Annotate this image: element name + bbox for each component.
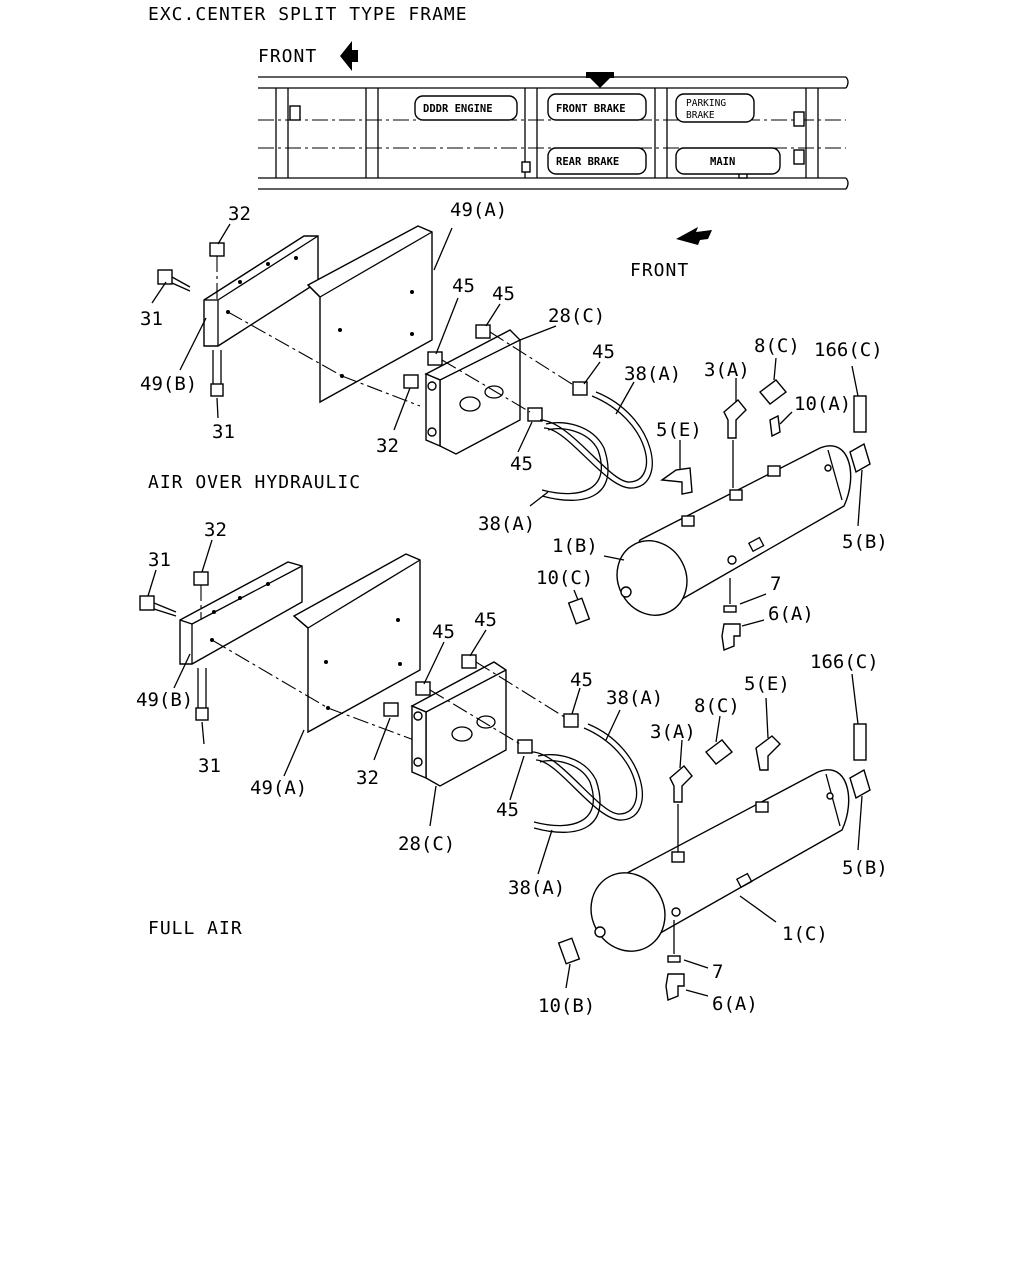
svg-text:10(A): 10(A)	[794, 393, 851, 415]
front-label-mid: FRONT	[630, 260, 689, 281]
frame-title: EXC.CENTER SPLIT TYPE FRAME	[148, 4, 468, 25]
svg-text:31: 31	[198, 755, 221, 777]
tank-front-brake: FRONT BRAKE	[547, 93, 647, 121]
assembly-air-over-hydraulic	[157, 225, 871, 651]
svg-text:38(A): 38(A)	[478, 513, 535, 535]
svg-text:6(A): 6(A)	[768, 603, 814, 625]
front-arrow-icon-2	[676, 227, 712, 245]
assembly-full-air	[139, 553, 871, 1001]
svg-text:166(C): 166(C)	[814, 339, 883, 361]
svg-text:28(C): 28(C)	[398, 833, 455, 855]
svg-text:8(C): 8(C)	[754, 335, 800, 357]
svg-text:7: 7	[712, 961, 723, 983]
svg-text:49(B): 49(B)	[136, 689, 193, 711]
air-tank-1c	[590, 769, 850, 952]
leaders-2	[147, 539, 863, 997]
svg-text:32: 32	[204, 519, 227, 541]
svg-text:45: 45	[510, 453, 533, 475]
svg-text:38(A): 38(A)	[508, 877, 565, 899]
svg-text:32: 32	[376, 435, 399, 457]
svg-text:38(A): 38(A)	[606, 687, 663, 709]
svg-text:49(B): 49(B)	[140, 373, 197, 395]
svg-text:MAIN: MAIN	[710, 156, 735, 168]
svg-text:PARKING: PARKING	[686, 98, 726, 109]
svg-text:49(A): 49(A)	[250, 777, 307, 799]
svg-text:1(C): 1(C)	[782, 923, 828, 945]
air-tank-1b	[616, 445, 852, 616]
svg-text:10(C): 10(C)	[536, 567, 593, 589]
tank-rear-brake: REAR BRAKE	[547, 147, 647, 175]
svg-text:45: 45	[592, 341, 615, 363]
svg-text:32: 32	[356, 767, 379, 789]
svg-text:3(A): 3(A)	[704, 359, 750, 381]
svg-text:31: 31	[140, 308, 163, 330]
svg-text:45: 45	[570, 669, 593, 691]
svg-text:1(B): 1(B)	[552, 535, 598, 557]
svg-text:32: 32	[228, 203, 251, 225]
svg-text:45: 45	[474, 609, 497, 631]
svg-text:45: 45	[492, 283, 515, 305]
svg-text:5(B): 5(B)	[842, 857, 888, 879]
svg-text:28(C): 28(C)	[548, 305, 605, 327]
down-arrow-icon	[586, 72, 614, 88]
svg-text:10(B): 10(B)	[538, 995, 595, 1017]
svg-text:45: 45	[496, 799, 519, 821]
svg-text:5(B): 5(B)	[842, 531, 888, 553]
front-arrow-icon	[340, 41, 358, 71]
callouts-section-2: 32 31 49(B) 31 49(A) 32 45 45 45 38(A) 4…	[136, 519, 888, 1017]
svg-text:6(A): 6(A)	[712, 993, 758, 1015]
tank-dddr-engine: DDDR ENGINE	[414, 95, 518, 121]
svg-text:166(C): 166(C)	[810, 651, 879, 673]
svg-text:FRONT BRAKE: FRONT BRAKE	[556, 103, 626, 115]
section-title-air-over-hydraulic: AIR OVER HYDRAULIC	[148, 472, 361, 493]
svg-text:5(E): 5(E)	[744, 673, 790, 695]
svg-text:49(A): 49(A)	[450, 199, 507, 221]
section-title-full-air: FULL AIR	[148, 918, 243, 939]
svg-text:3(A): 3(A)	[650, 721, 696, 743]
leaders-1	[151, 223, 863, 627]
svg-text:31: 31	[212, 421, 235, 443]
svg-text:DDDR ENGINE: DDDR ENGINE	[423, 103, 493, 115]
tank-parking-brake: PARKING BRAKE	[675, 93, 755, 123]
callouts-section-1: 32 49(A) 31 49(B) 31 45 45 28(C) 45 38(A…	[140, 199, 888, 625]
svg-text:5(E): 5(E)	[656, 419, 702, 441]
svg-text:7: 7	[770, 573, 781, 595]
svg-text:31: 31	[148, 549, 171, 571]
svg-text:45: 45	[432, 621, 455, 643]
tank-main: MAIN	[675, 147, 781, 175]
svg-text:BRAKE: BRAKE	[686, 110, 715, 121]
front-label-top: FRONT	[258, 46, 317, 67]
svg-text:8(C): 8(C)	[694, 695, 740, 717]
svg-text:REAR BRAKE: REAR BRAKE	[556, 156, 619, 168]
svg-text:45: 45	[452, 275, 475, 297]
svg-text:38(A): 38(A)	[624, 363, 681, 385]
